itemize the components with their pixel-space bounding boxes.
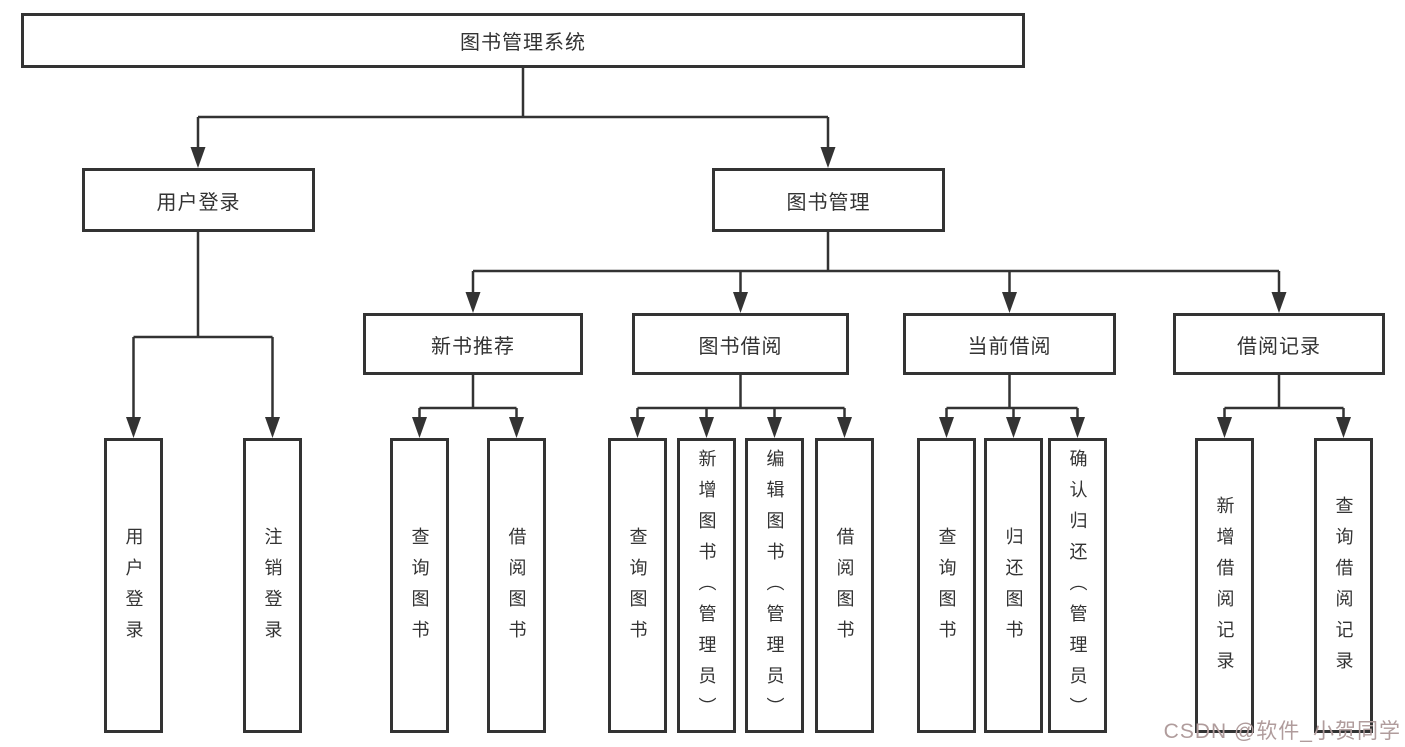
node-label: 当前借阅 <box>967 335 1052 358</box>
node-label: 图书借阅 <box>698 335 783 358</box>
node-current-borrowing: 当前借阅 <box>903 313 1116 375</box>
node-label: 图书管理 <box>786 191 871 214</box>
leaf-query-books-current: 查询图书 <box>917 438 976 733</box>
node-label: 图书管理系统 <box>460 32 586 54</box>
leaf-query-books-borrowing: 查询图书 <box>608 438 667 733</box>
node-label: 新增图书（管理员） <box>696 449 717 728</box>
node-label: 归还图书 <box>1003 526 1024 651</box>
node-label: 借阅记录 <box>1237 335 1321 358</box>
node-label: 注销登录 <box>262 526 283 651</box>
node-borrowing-records: 借阅记录 <box>1173 313 1385 375</box>
node-book-management: 图书管理 <box>712 168 945 232</box>
node-library-management-system: 图书管理系统 <box>21 13 1025 68</box>
node-label: 查询借阅记录 <box>1333 495 1354 682</box>
node-label: 查询图书 <box>409 526 430 651</box>
node-book-borrowing: 图书借阅 <box>632 313 849 375</box>
leaf-user-login: 用户登录 <box>104 438 163 733</box>
node-label: 新书推荐 <box>431 335 515 358</box>
leaf-query-books-recommend: 查询图书 <box>390 438 449 733</box>
node-new-book-recommend: 新书推荐 <box>363 313 583 375</box>
node-label: 编辑图书（管理员） <box>764 449 785 728</box>
leaf-logout: 注销登录 <box>243 438 302 733</box>
node-label: 查询图书 <box>627 526 648 651</box>
leaf-add-books-admin: 新增图书（管理员） <box>677 438 736 733</box>
leaf-return-books: 归还图书 <box>984 438 1043 733</box>
node-label: 借阅图书 <box>834 526 855 651</box>
leaf-borrow-books-borrowing: 借阅图书 <box>815 438 874 733</box>
node-label: 新增借阅记录 <box>1214 495 1235 682</box>
node-label: 用户登录 <box>156 191 241 214</box>
leaf-edit-books-admin: 编辑图书（管理员） <box>745 438 804 733</box>
leaf-query-borrow-record: 查询借阅记录 <box>1314 438 1373 733</box>
watermark: CSDN @软件_小贺同学 <box>1163 720 1401 743</box>
node-label: 用户登录 <box>123 526 144 651</box>
leaf-add-borrow-record: 新增借阅记录 <box>1195 438 1254 733</box>
leaf-confirm-return-admin: 确认归还（管理员） <box>1048 438 1107 733</box>
node-label: 确认归还（管理员） <box>1067 449 1088 728</box>
node-user-login: 用户登录 <box>82 168 315 232</box>
node-label: 借阅图书 <box>506 526 527 651</box>
leaf-borrow-books-recommend: 借阅图书 <box>487 438 546 733</box>
node-label: 查询图书 <box>936 526 957 651</box>
